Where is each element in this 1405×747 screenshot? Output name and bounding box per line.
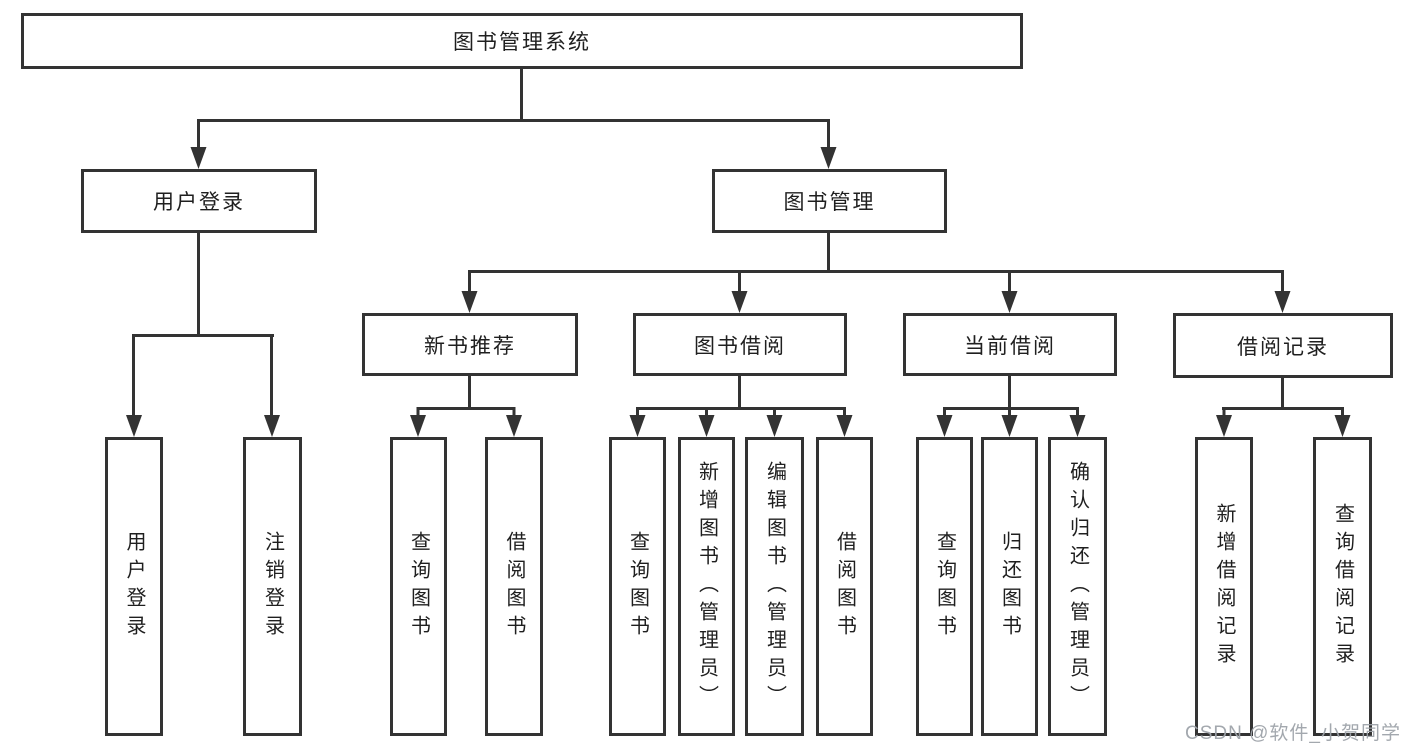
- node-current-borrow-label: 当前借阅: [964, 334, 1056, 358]
- leaf-borrow-book-recommend-label: 借阅图书: [503, 530, 525, 643]
- connector-group-stem: [468, 376, 471, 410]
- connector-leaf-stem: [1008, 407, 1011, 419]
- connector-mgmt-stem: [827, 233, 830, 273]
- arrowhead: [1001, 415, 1018, 437]
- leaf-borrow-book: 借阅图书: [816, 437, 873, 736]
- leaf-query-book-borrow-label: 查询图书: [626, 530, 649, 643]
- leaf-edit-book-admin-label: 编辑图书（管理员）: [763, 460, 786, 713]
- node-new-book-recommend-label: 新书推荐: [424, 334, 516, 358]
- node-current-borrow: 当前借阅: [903, 313, 1117, 376]
- connector-l3-stem: [1281, 270, 1284, 295]
- csdn-watermark: CSDN @软件_小贺同学: [1185, 723, 1401, 744]
- arrowhead: [190, 147, 207, 169]
- connector-root-stem: [520, 69, 523, 122]
- leaf-query-borrow-record-label: 查询借阅记录: [1331, 502, 1354, 671]
- leaf-query-book-borrow: 查询图书: [609, 437, 666, 736]
- connector-leaf-stem: [705, 407, 708, 419]
- leaf-add-borrow-record: 新增借阅记录: [1195, 437, 1253, 736]
- leaf-add-borrow-record-label: 新增借阅记录: [1213, 502, 1235, 671]
- leaf-borrow-book-label: 借阅图书: [833, 530, 856, 643]
- arrowhead: [1274, 291, 1291, 313]
- leaf-user-login: 用户登录: [105, 437, 163, 736]
- leaf-confirm-return-admin: 确认归还（管理员）: [1048, 437, 1107, 736]
- arrowhead: [1001, 291, 1018, 313]
- arrowhead: [766, 415, 783, 437]
- connector-group-bar: [636, 407, 846, 410]
- leaf-borrow-book-recommend: 借阅图书: [485, 437, 543, 736]
- node-user-login-label: 用户登录: [153, 191, 245, 214]
- arrowhead: [698, 415, 715, 437]
- connector-leaf-stem: [773, 407, 776, 419]
- node-book-borrow-label: 图书借阅: [694, 334, 786, 358]
- node-book-borrow: 图书借阅: [633, 313, 847, 376]
- connector-l1-right-stem: [827, 119, 830, 151]
- leaf-confirm-return-admin-label: 确认归还（管理员）: [1066, 460, 1089, 713]
- connector-leaf-stem: [1341, 407, 1344, 419]
- arrowhead: [1334, 415, 1351, 437]
- connector-leaf-stem: [843, 407, 846, 419]
- arrowhead: [629, 415, 646, 437]
- arrowhead: [506, 415, 522, 437]
- node-root-label: 图书管理系统: [453, 31, 591, 54]
- connector-leaf-stem: [1076, 407, 1079, 419]
- arrowhead: [936, 415, 953, 437]
- connector-group-bar: [417, 407, 515, 410]
- node-book-management-label: 图书管理: [783, 191, 876, 214]
- arrowhead: [126, 415, 142, 437]
- node-new-book-recommend: 新书推荐: [362, 313, 578, 376]
- connector-l3-stem: [738, 270, 741, 295]
- leaf-logout: 注销登录: [243, 437, 302, 736]
- leaf-logout-label: 注销登录: [261, 530, 284, 643]
- connector-leaf-stem: [512, 407, 516, 419]
- connector-group-bar: [1222, 407, 1344, 410]
- arrowhead: [731, 291, 748, 313]
- leaf-query-book-current: 查询图书: [916, 437, 973, 736]
- connector-l3-stem: [1008, 270, 1011, 295]
- arrowhead: [410, 415, 426, 437]
- arrowhead: [1216, 415, 1232, 437]
- leaf-query-borrow-record: 查询借阅记录: [1313, 437, 1372, 736]
- leaf-return-book-label: 归还图书: [998, 530, 1021, 643]
- connector-user-stem: [197, 233, 200, 337]
- leaf-user-login-label: 用户登录: [123, 530, 145, 643]
- node-root: 图书管理系统: [21, 13, 1023, 69]
- connector-user-bar: [132, 334, 274, 337]
- connector-level1-bar: [197, 119, 830, 122]
- node-borrow-records-label: 借阅记录: [1237, 335, 1329, 359]
- connector-l1-left-stem: [197, 119, 200, 151]
- leaf-return-book: 归还图书: [981, 437, 1038, 736]
- arrowhead: [820, 147, 837, 169]
- connector-leaf-stem: [636, 407, 639, 419]
- arrowhead: [836, 415, 853, 437]
- connector-user-leaf2-stem: [270, 334, 273, 418]
- arrowhead: [461, 291, 478, 313]
- arrowhead: [264, 415, 280, 437]
- connector-group-stem: [1281, 376, 1284, 410]
- leaf-edit-book-admin: 编辑图书（管理员）: [745, 437, 804, 736]
- connector-leaf-stem: [943, 407, 946, 419]
- arrowhead: [1069, 415, 1086, 437]
- leaf-query-book-recommend: 查询图书: [390, 437, 447, 736]
- connector-user-leaf1-stem: [132, 334, 135, 418]
- leaf-query-book-recommend-label: 查询图书: [407, 530, 430, 643]
- leaf-add-book-admin: 新增图书（管理员）: [678, 437, 735, 736]
- connector-l3-stem: [468, 270, 471, 295]
- leaf-add-book-admin-label: 新增图书（管理员）: [695, 460, 718, 713]
- node-user-login: 用户登录: [81, 169, 317, 233]
- leaf-query-book-current-label: 查询图书: [933, 530, 956, 643]
- connector-level3-bar: [468, 270, 1284, 273]
- node-book-management: 图书管理: [712, 169, 947, 233]
- connector-leaf-stem: [1222, 407, 1226, 419]
- connector-group-stem: [738, 376, 741, 410]
- node-borrow-records: 借阅记录: [1173, 313, 1393, 378]
- connector-group-stem: [1008, 376, 1011, 410]
- connector-leaf-stem: [416, 407, 420, 419]
